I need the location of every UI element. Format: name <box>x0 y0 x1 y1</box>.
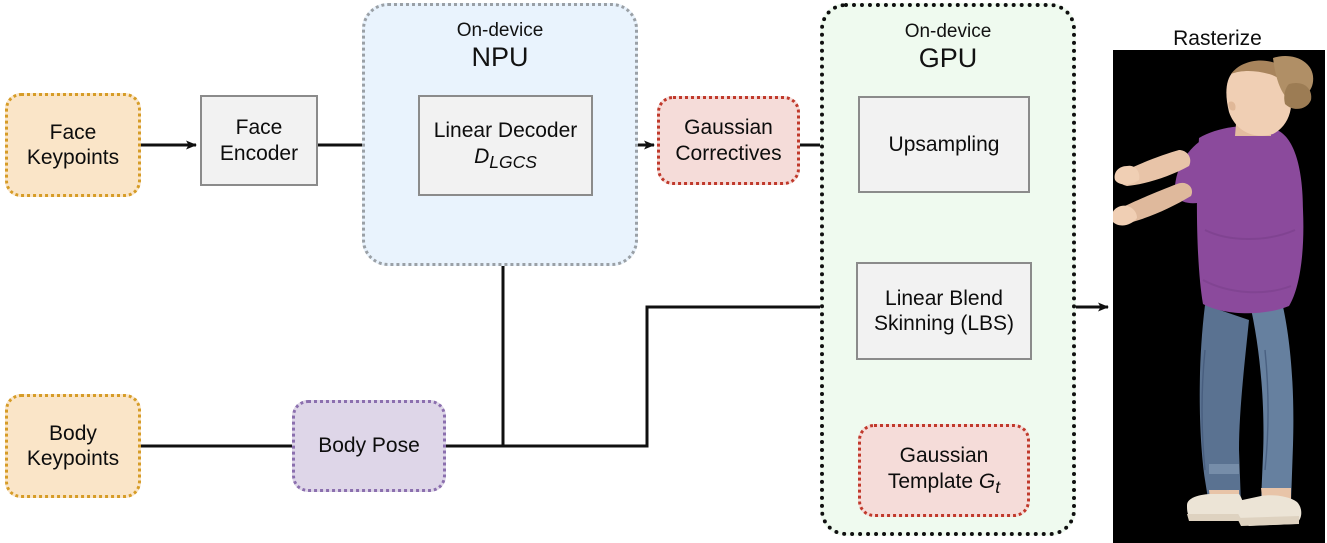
group-gpu-title: On-device GPU <box>824 21 1072 74</box>
group-npu-title-line2: NPU <box>471 42 529 73</box>
node-upsampling[interactable]: Upsampling <box>858 96 1030 193</box>
node-body-keypoints[interactable]: Body Keypoints <box>5 394 141 498</box>
node-face-encoder-label: Face Encoder <box>219 116 299 165</box>
node-gaussian-template[interactable]: Gaussian Template Gt <box>858 424 1030 517</box>
node-face-keypoints-label: Face Keypoints <box>26 120 120 169</box>
node-upsampling-label: Upsampling <box>888 132 1000 156</box>
group-npu-title: On-device NPU <box>365 20 635 73</box>
group-npu-title-line1: On-device <box>456 20 544 41</box>
node-linear-blend-skinning[interactable]: Linear Blend Skinning (LBS) <box>856 262 1032 360</box>
node-gaussian-template-label: Gaussian Template Gt <box>887 444 1001 497</box>
rasterize-title: Rasterize <box>1173 27 1262 50</box>
group-gpu-title-line2: GPU <box>918 43 978 74</box>
node-linear-blend-skinning-label: Linear Blend Skinning (LBS) <box>873 286 1015 335</box>
rasterize-image[interactable] <box>1113 50 1325 543</box>
node-gaussian-correctives-label: Gaussian Correctives <box>675 116 782 165</box>
node-face-keypoints[interactable]: Face Keypoints <box>5 93 141 197</box>
node-linear-decoder[interactable]: Linear Decoder DLGCS <box>418 95 593 196</box>
rendered-avatar <box>1113 50 1325 543</box>
edge-body-pose-to-linear-blend-skinning <box>503 302 853 448</box>
node-linear-decoder-label: Linear Decoder DLGCS <box>433 119 578 172</box>
node-gaussian-template-symbol: Template Gt <box>887 469 1001 497</box>
node-body-pose-label: Body Pose <box>318 434 420 458</box>
node-body-pose[interactable]: Body Pose <box>292 400 446 492</box>
node-face-encoder[interactable]: Face Encoder <box>200 95 318 186</box>
group-gpu-title-line1: On-device <box>904 21 992 42</box>
node-linear-decoder-symbol: DLGCS <box>474 144 537 172</box>
node-gaussian-correctives[interactable]: Gaussian Correctives <box>657 96 800 185</box>
node-body-keypoints-label: Body Keypoints <box>26 421 120 470</box>
